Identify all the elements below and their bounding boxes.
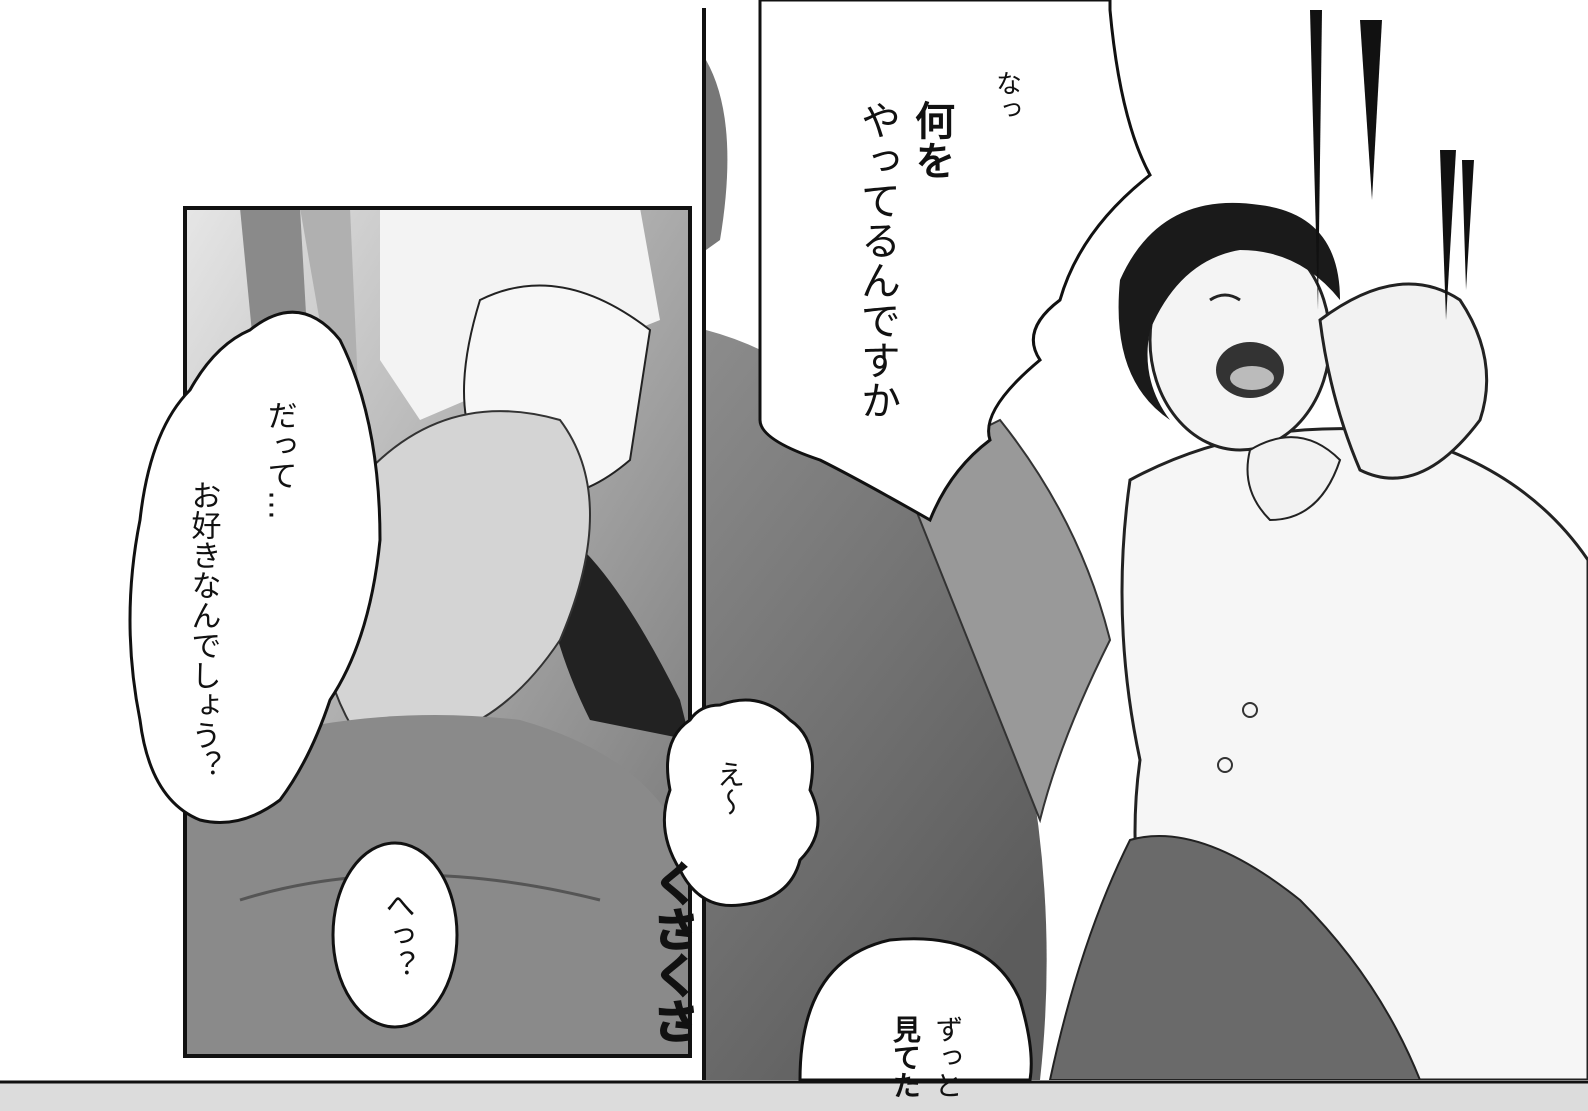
left-panel xyxy=(185,208,690,1056)
text-e: え〜 xyxy=(713,760,746,816)
text-nani-line1: 何を xyxy=(908,100,954,180)
sfx-kusakusa: くさくさ xyxy=(645,859,701,1045)
text-zutto-line2: 見てた xyxy=(889,1015,922,1099)
text-na: なっ xyxy=(991,70,1022,122)
speech-bubble-he xyxy=(331,841,459,1029)
bottom-panel-strip xyxy=(0,1082,1588,1111)
text-nani-line2: やってるんですか xyxy=(854,100,900,420)
text-zutto-line1: ずっと xyxy=(931,1015,964,1099)
text-osuki: お好きなんでしょう？ xyxy=(185,480,221,780)
right-panel xyxy=(706,0,1588,1080)
text-he: へっ？ xyxy=(379,890,415,980)
text-datte: だって… xyxy=(261,400,297,520)
man-head xyxy=(1118,202,1340,452)
speech-bubble-e xyxy=(662,698,820,908)
speech-bubble-nani xyxy=(758,0,1152,523)
speech-bubble-zutto xyxy=(798,937,1033,1082)
speech-bubble-datte xyxy=(128,310,382,824)
